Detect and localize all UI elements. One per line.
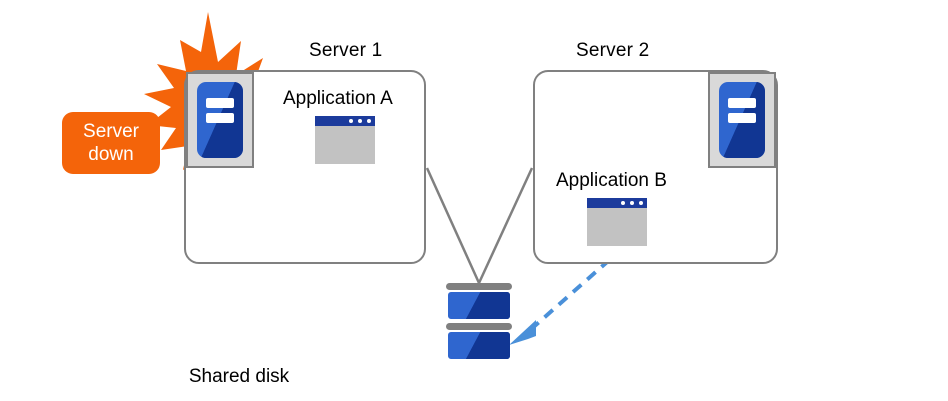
- app-a-dot-2: [358, 119, 362, 123]
- disk-unit-1-body: [448, 292, 510, 319]
- server-2-title: Server 2: [576, 40, 650, 61]
- server-icon-2-bar-top: [727, 97, 757, 109]
- server-icon-1-bar-bottom: [205, 113, 235, 124]
- disk-unit-2-cap: [446, 323, 512, 330]
- application-b-label: Application B: [556, 170, 667, 191]
- disk-unit-2-shade: [448, 332, 510, 359]
- server-icon-1: [186, 72, 254, 168]
- server-down-line-2: down: [88, 144, 134, 165]
- app-a-dot-1: [349, 119, 353, 123]
- shared-disk-label-wrapper: Shared disk: [0, 366, 948, 388]
- shared-disk-icon: [446, 283, 512, 359]
- application-a-window-icon: [315, 116, 375, 164]
- server-down-badge: Server down: [62, 112, 160, 174]
- server-down-line-1: Server: [83, 121, 139, 142]
- app-b-dot-1: [621, 201, 625, 205]
- disk-unit-1-cap: [446, 283, 512, 290]
- connector-server1-to-disk: [425, 167, 481, 284]
- app-a-titlebar: [315, 116, 375, 126]
- server-icon-2-bar-bottom: [727, 113, 757, 124]
- server-icon-2-unit: [719, 82, 765, 158]
- app-a-dot-3: [367, 119, 371, 123]
- app-b-dot-3: [639, 201, 643, 205]
- application-a-label: Application A: [283, 88, 393, 109]
- disk-unit-2-body: [448, 332, 510, 359]
- server-icon-1-bar-top: [205, 97, 235, 109]
- disk-unit-1-shade: [448, 292, 510, 319]
- server-icon-2: [708, 72, 776, 168]
- app-b-dot-2: [630, 201, 634, 205]
- connector-server2-to-disk: [477, 167, 534, 284]
- application-b-window-icon: [587, 198, 647, 246]
- app-b-titlebar: [587, 198, 647, 208]
- server-1-title: Server 1: [309, 40, 383, 61]
- server-icon-1-unit: [197, 82, 243, 158]
- shared-disk-label: Shared disk: [188, 366, 290, 387]
